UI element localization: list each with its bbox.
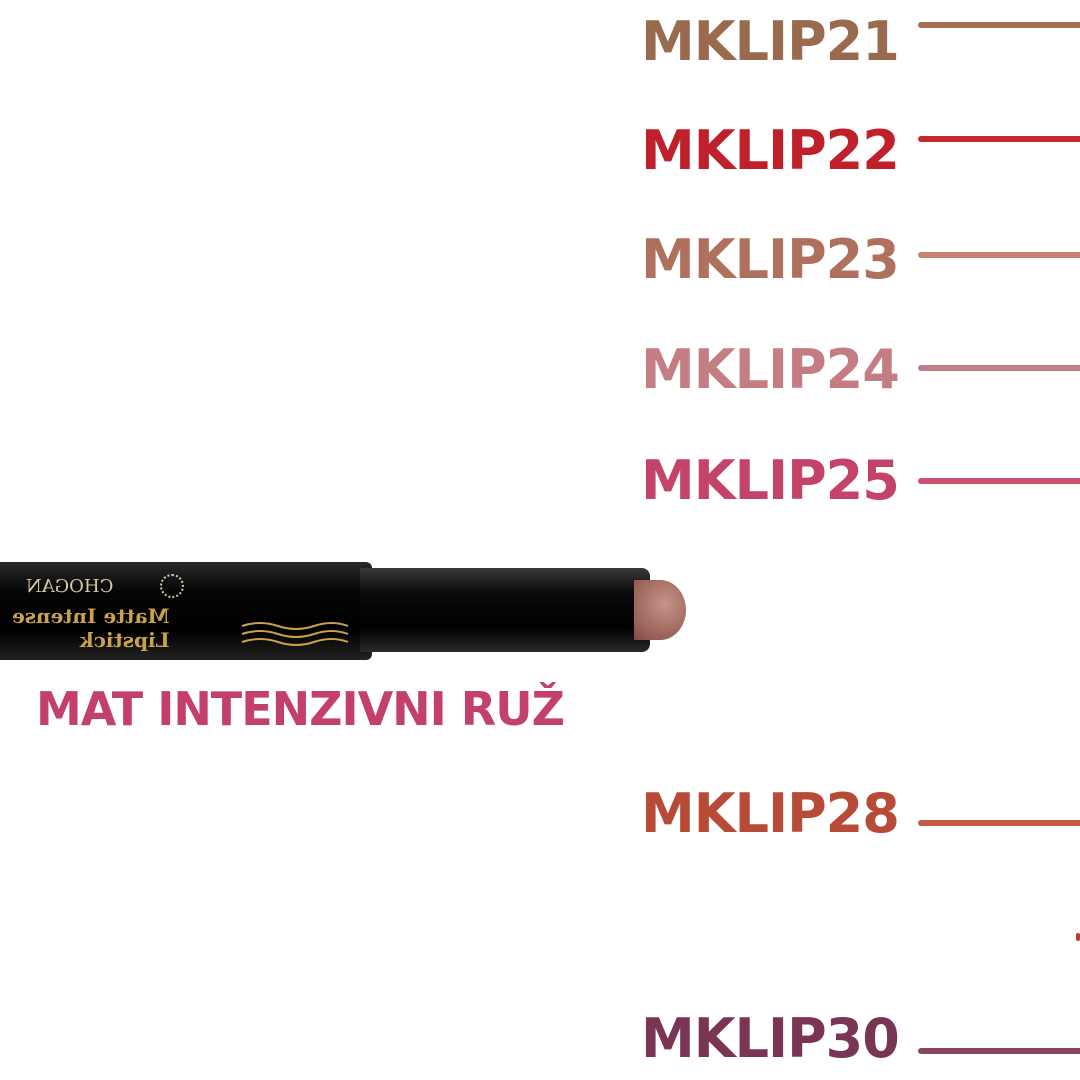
shade-label-mklip24: MKLIP24 [641,338,900,401]
swatch-mklip23 [918,252,1080,258]
product-title: MAT INTENZIVNI RUŽ [36,682,565,736]
swatch-mklip30 [918,1048,1080,1054]
swatch-mklip21 [918,22,1080,28]
shade-label-mklip22: MKLIP22 [641,119,900,182]
shade-label-mklip25: MKLIP25 [641,449,900,512]
shade-label-mklip30: MKLIP30 [641,1007,900,1070]
pencil-print-line1: Matte Intense [12,604,170,628]
pencil-collar [360,568,650,652]
lipstick-pencil-image: CHOGAN Matte Intense Lipstick [0,560,690,670]
pencil-print-line2: Lipstick [79,628,170,652]
shade-label-mklip21: MKLIP21 [641,10,900,73]
swatch-mklip24 [918,365,1080,371]
swatch-mklip28 [918,820,1080,826]
brand-logo-text: CHOGAN [26,576,114,597]
pencil-body: CHOGAN Matte Intense Lipstick [0,562,372,660]
pencil-print: Matte Intense Lipstick [12,604,170,652]
shade-label-mklip28: MKLIP28 [641,782,900,845]
swatch-mklip25 [918,478,1080,484]
swatch-fragment [1076,933,1080,941]
lipstick-tip [634,580,686,640]
swatch-mklip22 [918,136,1080,142]
shade-label-mklip23: MKLIP23 [641,228,900,291]
waves-icon [241,622,349,646]
flower-logo-icon [160,574,184,598]
